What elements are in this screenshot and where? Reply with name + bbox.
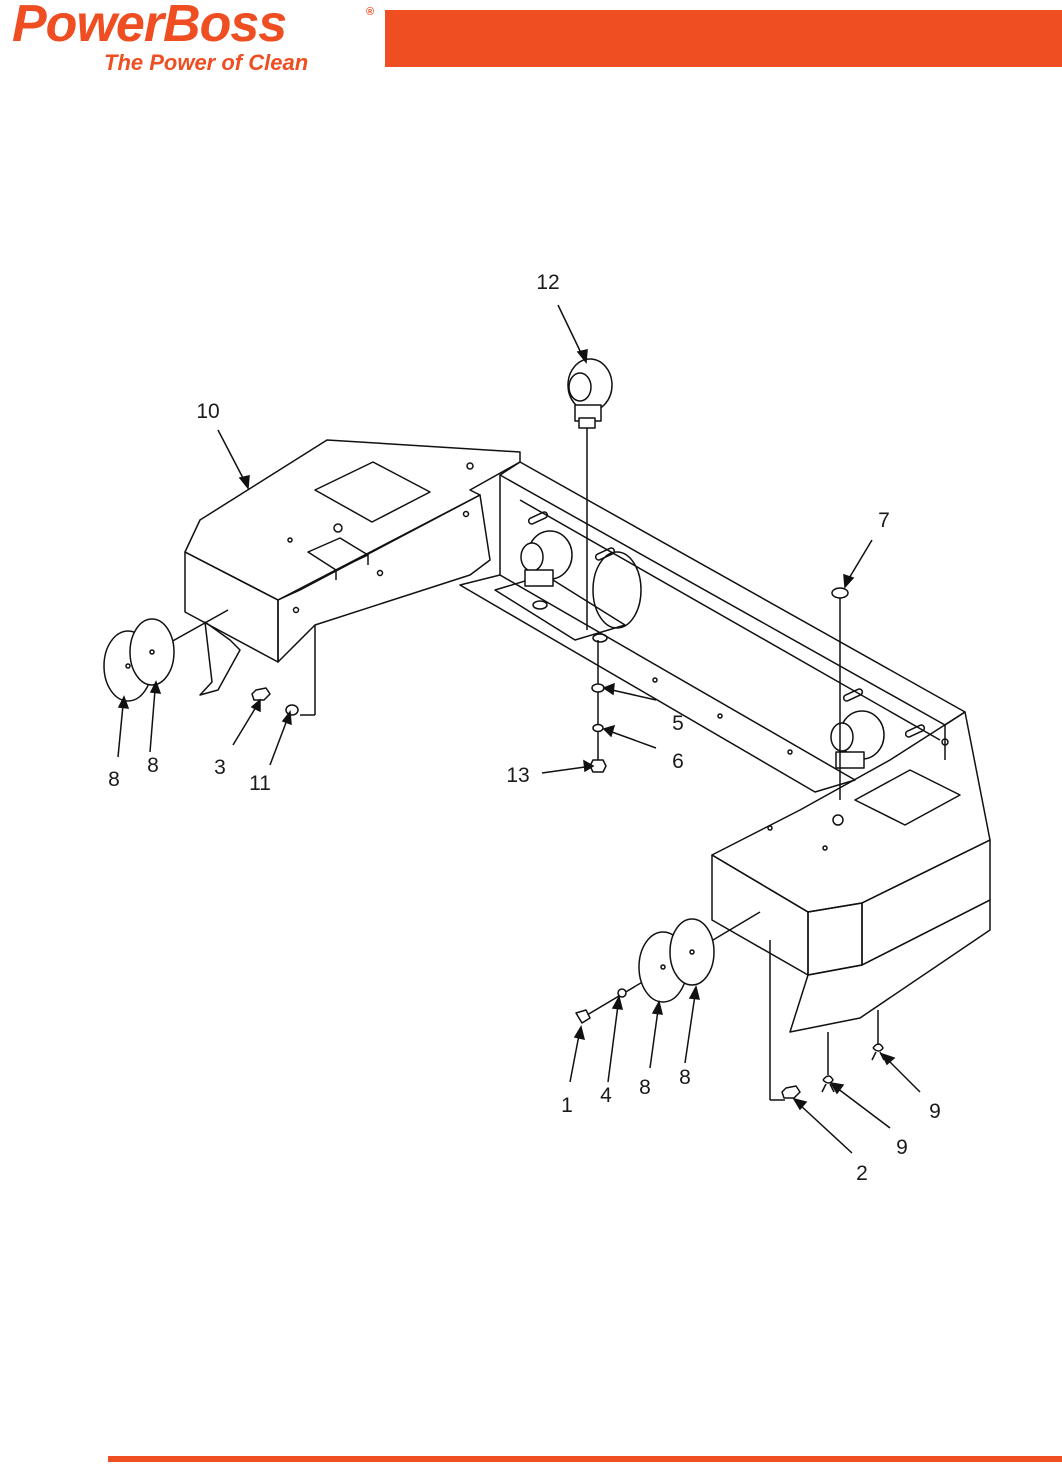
reflector-right-inner [669,918,715,986]
callout-8-b: 8 [147,754,159,777]
callout-6: 6 [672,750,684,773]
frame-right-lower [807,902,863,976]
callout-12: 12 [536,271,559,294]
frame-beam-top [499,461,966,726]
light-mounted-left [520,530,573,587]
washer-11 [285,704,299,716]
callout-3: 3 [214,756,226,779]
brand-tagline: The Power of Clean [104,50,309,75]
powerboss-logo: PowerBoss ® The Power of Clean [12,0,382,78]
nut-3 [251,687,271,701]
callout-9-b: 9 [896,1136,908,1159]
reflector-left-inner [129,618,175,686]
frame-right-opening [854,769,961,826]
frame-beam-plate [494,574,626,641]
frame-right-front [711,854,809,976]
clip-9-left [821,1075,835,1093]
frame-left-front [184,551,279,663]
frame-left-slot [307,537,369,571]
frame-beam-hole [592,551,642,629]
callout-13: 13 [506,764,529,787]
callout-8-a: 8 [108,768,120,791]
header-accent-bar [385,10,1062,67]
callout-10: 10 [196,400,219,423]
callout-4: 4 [600,1084,612,1107]
light-mounted-right [830,710,885,769]
callout-7: 7 [878,509,890,532]
washer-5 [591,683,605,693]
registered-mark: ® [366,6,375,18]
clip-9-right [871,1043,885,1061]
nut-2 [781,1085,801,1099]
callout-2: 2 [856,1162,868,1185]
frame-left-side [277,494,491,663]
lockwasher-4 [617,988,627,998]
callout-5: 5 [672,712,684,735]
frame-left-bracket [199,621,241,696]
frame-right-skirt [789,899,991,1033]
callout-11: 11 [249,772,271,795]
lockwasher-6 [592,723,604,733]
callout-9-a: 9 [929,1100,941,1123]
frame-left-opening [314,461,431,523]
callout-8-c: 8 [639,1076,651,1099]
grommet-7 [831,587,849,599]
light-assembly-12 [567,358,613,429]
frame-beam-front [459,574,856,793]
callout-8-d: 8 [679,1066,691,1089]
bolt-1 [575,1009,591,1024]
brand-name: PowerBoss [12,0,287,53]
frame-right-side [861,839,991,966]
callout-1: 1 [561,1094,573,1117]
footer-accent-bar [108,1456,1062,1462]
